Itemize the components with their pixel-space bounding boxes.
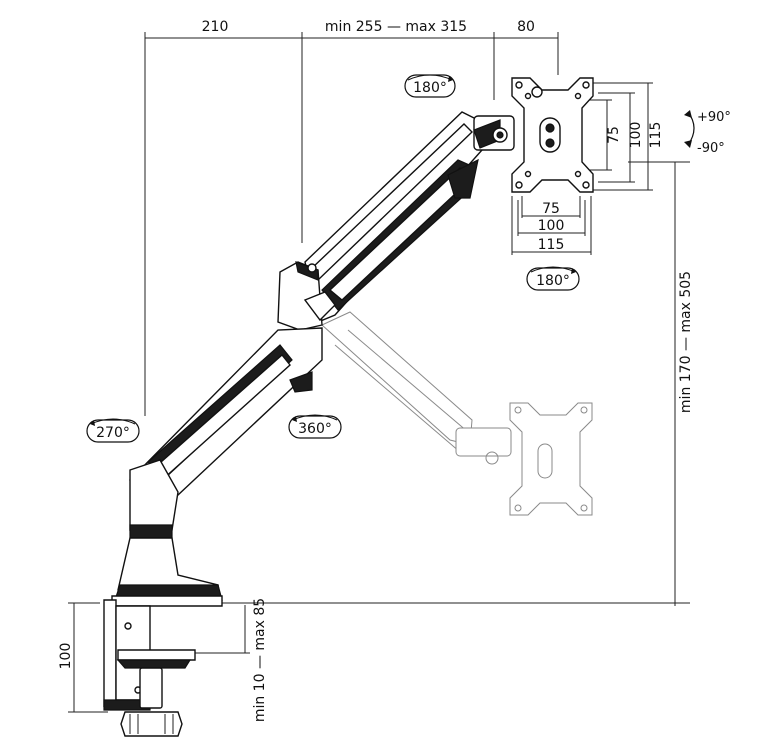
- dim-height-range: min 170 — max 505: [678, 271, 694, 413]
- dim-top-middle: min 255 — max 315: [325, 19, 467, 35]
- svg-text:180°: 180°: [536, 273, 570, 289]
- rotation-badge-head-top: 180°: [404, 74, 456, 98]
- desk-clamp: [103, 599, 117, 708]
- svg-text:180°: 180°: [413, 80, 447, 96]
- rotation-arrow-icon: [571, 268, 576, 274]
- vesa-hole-icon: [515, 81, 523, 89]
- tilt-indicator: +90° -90°: [684, 110, 731, 156]
- tilt-arrow-up-icon: [684, 110, 692, 118]
- rotation-arrow-icon: [292, 416, 297, 422]
- dim-vesa-inner-v: 75: [606, 126, 622, 144]
- dimension-lines: [68, 32, 690, 713]
- clamp-knob: [120, 711, 183, 737]
- tilt-up-label: +90°: [697, 110, 731, 125]
- rotation-badge-base: 270°: [86, 418, 140, 443]
- dim-vesa-inner-h: 75: [542, 201, 560, 217]
- vesa-hole-icon: [582, 181, 590, 189]
- dim-top-right: 80: [517, 19, 535, 35]
- rotation-arrow-icon: [90, 420, 95, 426]
- dimension-labels: 210 min 255 — max 315 80 75 100 115 75 1…: [58, 19, 694, 722]
- vesa-hole-icon: [582, 81, 590, 89]
- monitor-arm: [103, 77, 594, 737]
- dim-desk-thickness: min 10 — max 85: [252, 598, 268, 722]
- dim-vesa-outer-v: 115: [648, 122, 664, 149]
- dim-vesa-mid-v: 100: [628, 122, 644, 149]
- svg-text:360°: 360°: [298, 421, 332, 437]
- dim-vesa-outer-h: 115: [538, 237, 565, 253]
- svg-text:270°: 270°: [96, 425, 130, 441]
- clamp-pad: [117, 649, 196, 661]
- elbow-joint: [277, 261, 323, 331]
- dim-top-left: 210: [202, 19, 229, 35]
- rotation-badge-elbow: 360°: [288, 414, 342, 439]
- rotation-arrow-icon: [448, 76, 453, 82]
- vesa-hole-icon: [515, 181, 523, 189]
- dim-vesa-mid-h: 100: [538, 218, 565, 234]
- dim-clamp-height: 100: [58, 643, 74, 670]
- tilt-down-label: -90°: [697, 141, 725, 156]
- tilt-arrow-down-icon: [684, 140, 692, 148]
- rotation-badge-head-bottom: 180°: [526, 266, 580, 291]
- base-column: [129, 459, 179, 531]
- arm-ghost-position: [321, 311, 593, 516]
